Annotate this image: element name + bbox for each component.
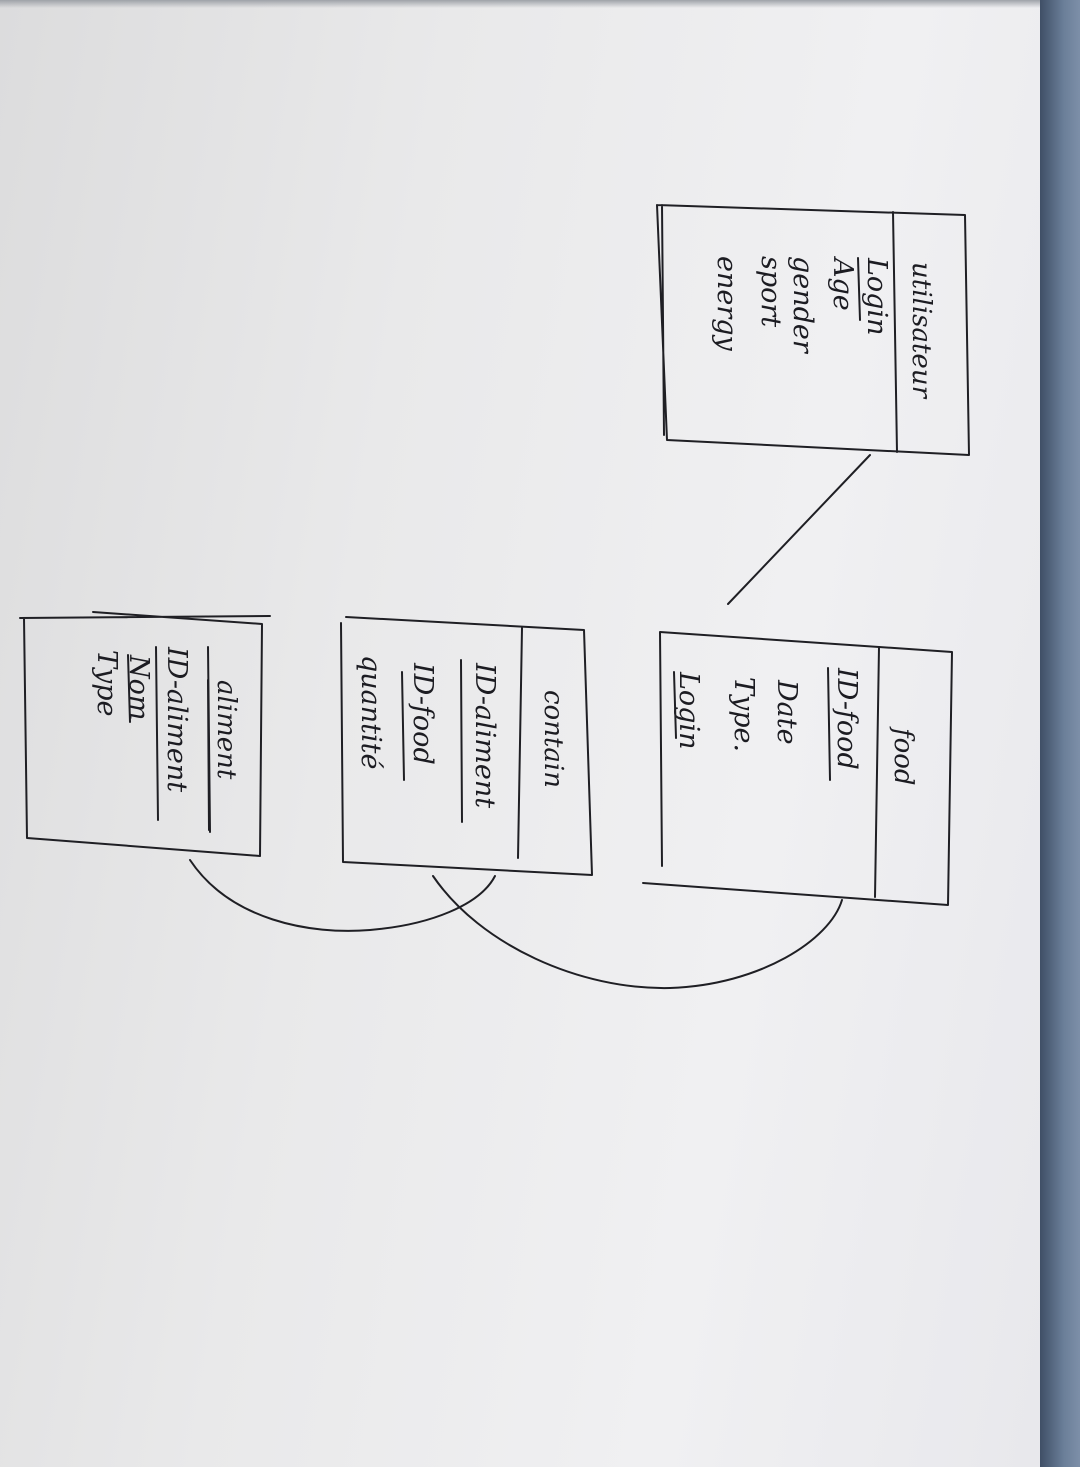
primary-key-underline — [155, 646, 159, 821]
field-login: Login — [861, 257, 892, 336]
field-id-aliment: ID-aliment — [161, 646, 192, 792]
field-id-food: ID-food — [831, 667, 862, 770]
field-login: Login — [673, 671, 704, 750]
title-underline — [207, 679, 210, 831]
field-underline — [127, 654, 131, 723]
er-diagram: utilisateur Login Age gender sport energ… — [19, 204, 970, 990]
title-divider — [517, 627, 523, 859]
relation-line-utilisateur-food — [727, 454, 871, 605]
paper-top-shadow — [0, 0, 1040, 8]
field-type: Type. — [728, 677, 759, 752]
key-underline — [460, 659, 463, 823]
field-date: Date — [771, 679, 802, 745]
entity-box — [19, 611, 271, 857]
field-energy: energy — [711, 256, 742, 352]
entity-title: utilisateur — [906, 262, 936, 400]
relation-curve-contain-food — [432, 875, 843, 990]
title-divider — [874, 646, 880, 898]
entity-box — [656, 204, 970, 456]
relation-curve-aliment-contain — [189, 859, 496, 932]
desk-background — [1040, 0, 1080, 1467]
field-age: Age — [827, 255, 858, 311]
primary-key-underline — [827, 667, 831, 781]
foreign-key-underline — [673, 671, 677, 739]
entity-box — [340, 616, 593, 876]
entity-title: aliment — [211, 680, 241, 780]
key-underline — [401, 671, 405, 781]
field-gender: gender — [787, 256, 818, 355]
entity-contain: contain ID-aliment ID-food quantité — [340, 616, 593, 876]
entity-utilisateur: utilisateur Login Age gender sport energ… — [656, 204, 970, 456]
field-quantite: quantité — [355, 655, 386, 769]
title-divider — [892, 211, 898, 453]
field-sport: sport — [755, 256, 786, 327]
field-id-food: ID-food — [407, 662, 438, 765]
entity-box — [642, 631, 953, 906]
field-type: Type — [91, 650, 122, 717]
entity-food: food ID-food Date Type. Login — [642, 631, 953, 906]
entity-aliment: aliment ID-aliment Nom Type — [19, 611, 271, 857]
primary-key-underline — [857, 257, 861, 321]
field-id-aliment: ID-aliment — [469, 662, 500, 808]
entity-title: contain — [538, 690, 568, 788]
entity-title: food — [888, 726, 918, 786]
